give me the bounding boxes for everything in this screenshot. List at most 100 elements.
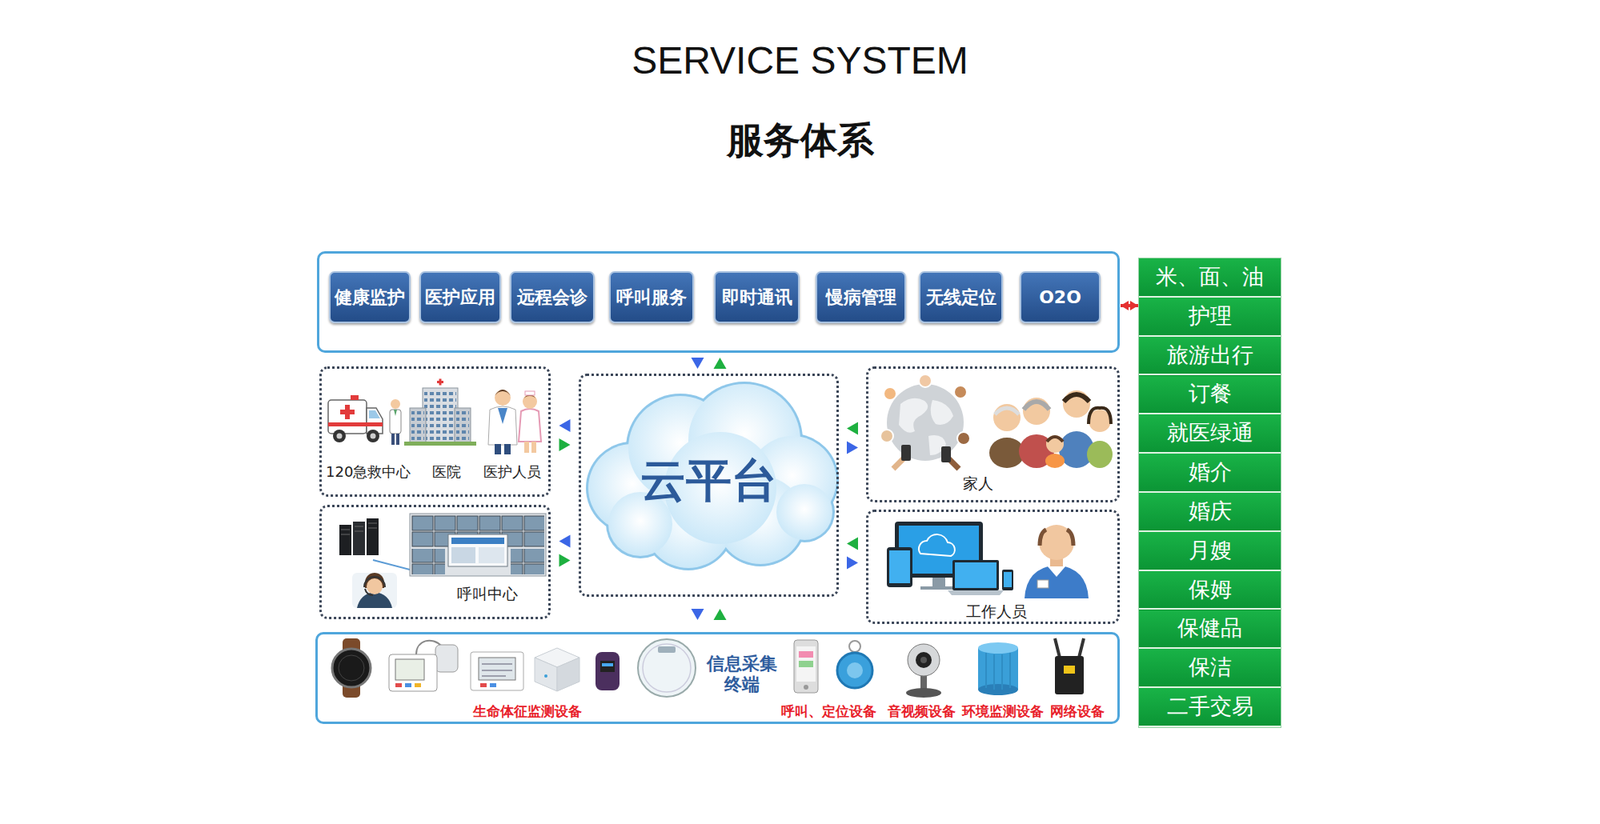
service-button-text: O2O [1038, 288, 1082, 307]
hospital-icon-part [454, 408, 471, 443]
monitor-wall-icon [409, 513, 546, 577]
medical-staff-icon-part [504, 444, 511, 455]
call-phone-icon-part [798, 651, 814, 658]
camera-icon-part [906, 688, 942, 698]
o2o-service-cell: 保健品 [1138, 610, 1281, 650]
service-button: 即时通讯 [713, 271, 800, 324]
device-label: 呼叫、定位设备 [781, 703, 877, 720]
o2o-service-text: 二手交易 [1166, 696, 1254, 718]
o2o-service-cell: 订餐 [1138, 376, 1281, 416]
vital-monitor-icon-part [470, 652, 524, 691]
o2o-service-cell: 保洁 [1138, 649, 1281, 689]
hospital-icon-part [422, 388, 458, 443]
social-globe-icon-part [883, 387, 897, 401]
o2o-service-cell: 婚庆 [1138, 493, 1281, 533]
locator-pendant-icon-part [849, 641, 861, 653]
social-globe-icon-part [901, 445, 911, 462]
weighing-scale-icon-part [657, 646, 676, 654]
o2o-service-text: 订餐 [1188, 383, 1232, 406]
weighing-scale-icon-part [637, 639, 696, 698]
service-button: 远程会诊 [509, 271, 595, 324]
family-group-box: 家人 [866, 366, 1120, 503]
page-subtitle: 服务体系 [0, 118, 1600, 163]
family-icon-part [1022, 397, 1051, 426]
staff-person-icon-part [1039, 529, 1074, 546]
service-button-text: 即时通讯 [721, 288, 793, 307]
group-label: 家人 [962, 474, 994, 494]
arrow-triangle [846, 441, 859, 455]
environment-sensor-icon-part [978, 642, 1019, 654]
hospital-icon-part [409, 408, 426, 443]
staff-person-icon-part [1037, 580, 1049, 589]
monitor-wall-icon-part [478, 547, 505, 564]
smart-watch-icon-part [338, 655, 365, 682]
group-label: 呼叫中心 [457, 585, 518, 604]
small-doctor-icon-part [396, 433, 400, 446]
call-phone-icon [793, 640, 819, 694]
o2o-service-column: 米、面、油护理旅游出行订餐就医绿通婚介婚庆月嫂保姆保健品保洁二手交易 [1138, 258, 1281, 728]
small-doctor-icon-part [390, 399, 401, 410]
cloud-label: 云平台 [640, 453, 778, 508]
page-title: SERVICE SYSTEM [0, 40, 1600, 83]
router-icon-part [1054, 656, 1084, 695]
o2o-service-text: 就医绿通 [1166, 422, 1254, 445]
family-icon-part [1086, 441, 1113, 469]
server-rack-icon-part [372, 560, 410, 570]
bidirectional-arrows [846, 422, 859, 455]
service-button-text: 健康监护 [334, 288, 406, 307]
family-icon-part [1023, 401, 1050, 410]
environment-sensor-icon [978, 642, 1019, 696]
o2o-service-text: 护理 [1188, 305, 1232, 328]
call-agent-icon-part [352, 573, 397, 609]
o2o-service-text: 米、面、油 [1155, 266, 1264, 289]
medical-staff-icon-part [494, 444, 502, 455]
vital-monitor-icon-part [478, 657, 516, 681]
service-button-text: 无线定位 [926, 288, 997, 307]
cloud-shape-part [776, 484, 833, 541]
vital-monitor-icon-part [489, 683, 497, 688]
ambulance-icon-part [340, 409, 355, 415]
medical-staff-icon-part [497, 408, 508, 425]
weighing-scale-icon-part [642, 644, 691, 693]
ambulance-icon-part [366, 408, 383, 434]
family-icon-part [1046, 435, 1064, 454]
o2o-service-cell: 护理 [1138, 297, 1281, 337]
oximeter-icon-part [595, 652, 620, 691]
oximeter-icon [595, 652, 620, 691]
monitor-wall-icon-part [448, 534, 508, 567]
ambulance-icon-part [350, 395, 359, 401]
router-icon-part [1054, 638, 1084, 658]
double-arrow-line [1120, 304, 1139, 308]
staff-person-icon-part [1024, 565, 1089, 599]
environment-sensor-icon-part [986, 653, 1011, 690]
bidirectional-arrows [691, 609, 727, 621]
family-icon-part [1046, 437, 1063, 442]
camera-icon-part [915, 652, 932, 669]
device-label: 音视频设备 [887, 703, 956, 720]
medical-staff-icon-part [531, 441, 537, 454]
ambulance-icon-part [332, 429, 346, 443]
group-label: 医护人员 [483, 463, 542, 482]
o2o-service-text: 保健品 [1177, 617, 1243, 640]
call-phone-icon-part [798, 661, 814, 668]
devices-icon-part [954, 562, 997, 589]
staff-person-icon [1024, 525, 1089, 599]
call-phone-icon-part [793, 640, 819, 694]
arrow-triangle [559, 438, 571, 452]
vital-monitor-icon [470, 652, 524, 691]
social-globe-icon-part [918, 374, 932, 388]
arrow-triangle [846, 537, 859, 551]
camera-icon-part [920, 657, 927, 664]
oximeter-icon-part [600, 661, 615, 673]
ambulance-icon-part [368, 410, 381, 419]
cloud-shape-part [585, 381, 839, 571]
social-globe-icon-part [930, 400, 954, 426]
cloud-shape-part [588, 384, 837, 569]
service-button: O2O [1019, 271, 1101, 324]
social-globe-icon-part [941, 446, 951, 463]
arrow-triangle [713, 357, 727, 369]
devices-icon-part [889, 550, 911, 584]
monitor-wall-icon-part [451, 537, 505, 545]
devices-icon-part [1002, 569, 1014, 591]
social-globe-icon-part [880, 429, 894, 443]
